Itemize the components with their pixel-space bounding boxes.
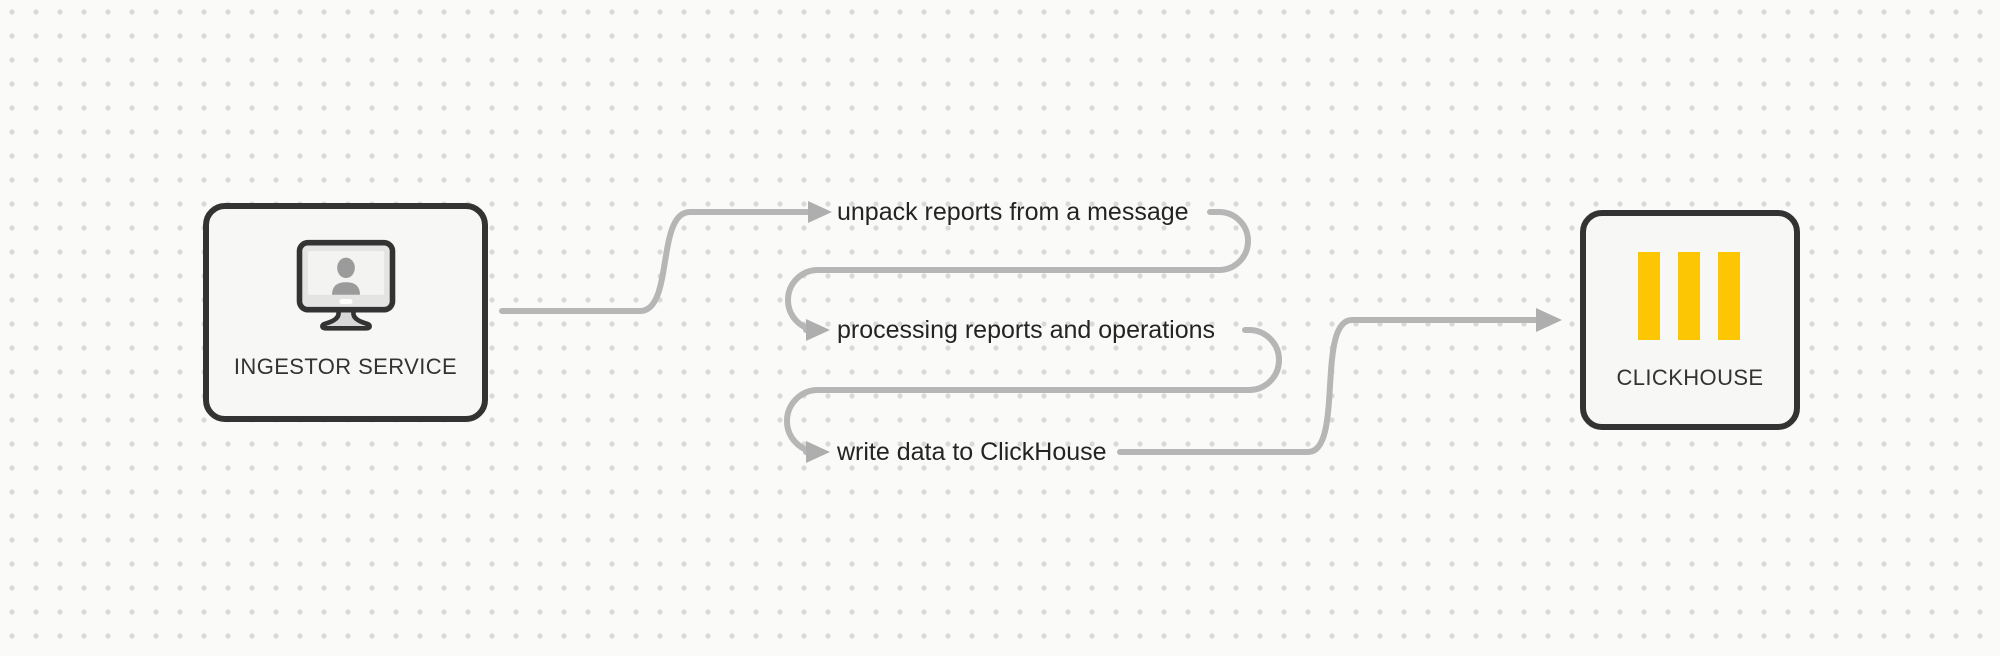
step-label-2[interactable]: processing reports and operations xyxy=(837,316,1216,344)
node-ingestor-service[interactable]: INGESTOR SERVICE xyxy=(203,203,488,422)
clickhouse-logo-icon xyxy=(1638,252,1740,340)
arrowhead-clickhouse xyxy=(1536,308,1562,332)
connector-ingestor-to-step1 xyxy=(499,209,811,314)
arrowhead-step3 xyxy=(806,441,830,463)
arrowhead-step2 xyxy=(806,319,830,341)
monitor-user-icon xyxy=(296,239,395,331)
step-label-1[interactable]: unpack reports from a message xyxy=(837,198,1189,226)
node-ingestor-label: INGESTOR SERVICE xyxy=(233,354,458,379)
step-label-3[interactable]: write data to ClickHouse xyxy=(837,438,1107,466)
arrowhead-step1 xyxy=(808,201,832,223)
node-clickhouse-label: CLICKHOUSE xyxy=(1616,365,1764,390)
connector-step2-to-step3 xyxy=(784,327,1282,455)
connector-step1-to-step2 xyxy=(785,209,1251,333)
node-clickhouse[interactable]: CLICKHOUSE xyxy=(1580,210,1800,430)
